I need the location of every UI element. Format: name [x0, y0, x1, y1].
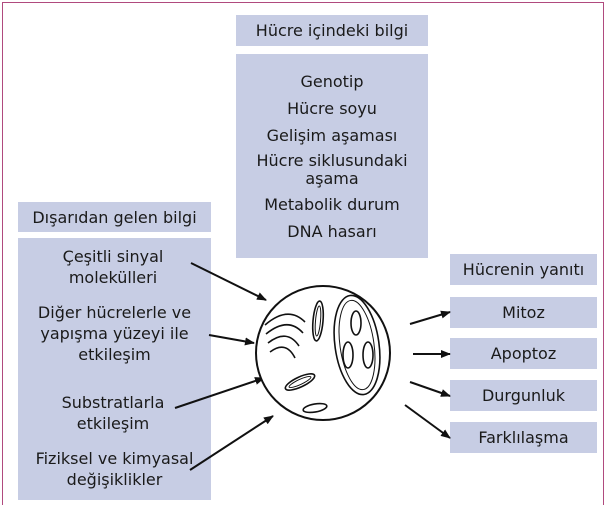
input-arrow — [175, 378, 264, 408]
input-arrow — [190, 416, 273, 470]
input-arrow — [191, 263, 266, 300]
output-arrow — [410, 382, 450, 396]
output-arrow — [410, 312, 450, 324]
input-arrow — [209, 335, 254, 343]
output-arrow — [405, 405, 450, 438]
